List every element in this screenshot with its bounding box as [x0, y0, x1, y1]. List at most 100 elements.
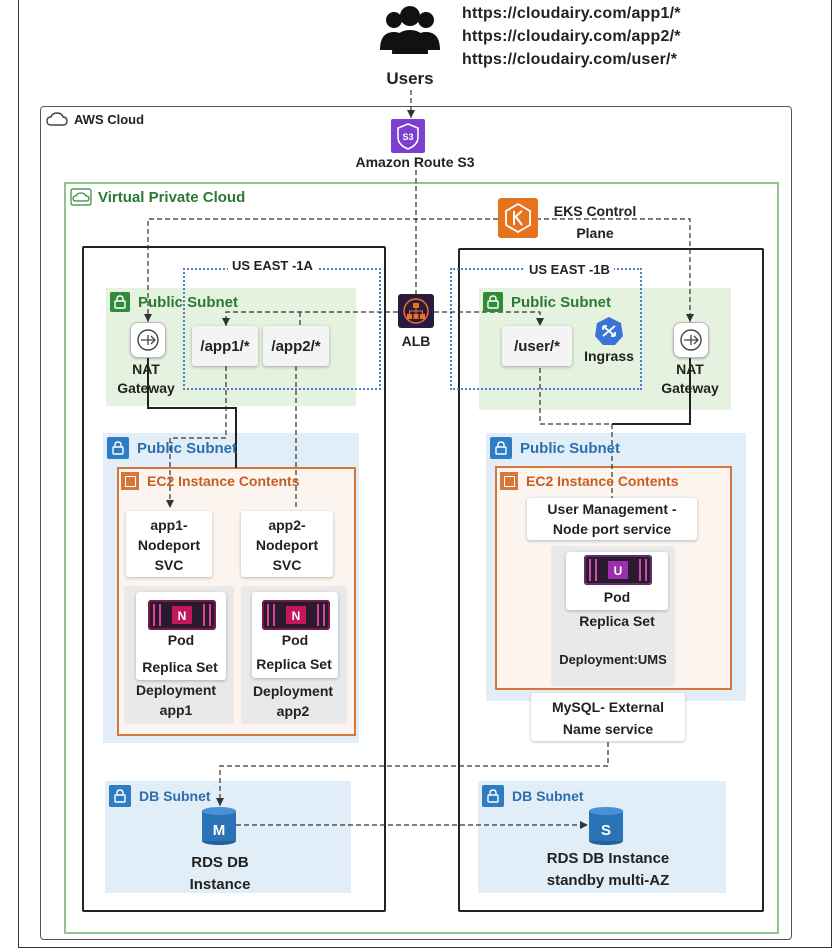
lock-icon	[483, 292, 503, 312]
az-b-db-subnet-label: DB Subnet	[512, 788, 584, 804]
replica1-label: Replica Set	[142, 659, 218, 675]
svc1-line2: Nodeport	[137, 537, 201, 553]
aws-cloud-label: AWS Cloud	[74, 111, 145, 127]
vpc-header: Virtual Private Cloud	[70, 188, 245, 206]
ec2-icon	[121, 472, 139, 490]
nat-gateway-icon	[130, 322, 166, 358]
deployment2-label: Deployment app2	[241, 681, 345, 721]
alb-label: ALB	[401, 333, 431, 349]
pod2-icon-letter: N	[292, 609, 301, 623]
url-app2: https://cloudairy.com/app2/*	[462, 28, 681, 45]
eks-label-line1: EKS Control	[553, 203, 637, 219]
pod-icon: N	[148, 600, 216, 630]
eks-icon	[498, 198, 538, 238]
deployment1-label: Deployment app1	[124, 680, 228, 720]
az-b-public-subnet-lower-header: Public Subnet	[490, 437, 620, 459]
az-a-ec2-header: EC2 Instance Contents	[121, 472, 299, 490]
az-b-nat-label: NAT Gateway	[644, 360, 736, 398]
svc2-line3: SVC	[272, 557, 302, 573]
pod1-icon-letter: N	[178, 609, 187, 623]
mysql-line2: Name service	[562, 721, 654, 737]
lock-icon	[110, 292, 130, 312]
route53-label: Amazon Route S3	[355, 154, 475, 170]
route53-icon: S3	[391, 119, 425, 153]
users-label: Users	[386, 69, 434, 88]
rds-icon: M	[201, 806, 237, 846]
url-list: https://cloudairy.com/app1/* https://clo…	[462, 2, 681, 71]
az-b-nat-label-line2: Gateway	[661, 380, 719, 396]
vpc-label: Virtual Private Cloud	[98, 188, 246, 206]
az-a-public-subnet-lower-label: Public Subnet	[137, 439, 238, 457]
app2-nodeport-svc: app2- Nodeport SVC	[241, 511, 333, 577]
az-b-db-subnet-header: DB Subnet	[482, 785, 584, 807]
eks-label: EKS Control Plane	[545, 200, 645, 244]
deployment1-line1: Deployment	[135, 682, 217, 698]
users-icon	[380, 6, 440, 54]
az-a-ec2-label: EC2 Instance Contents	[147, 473, 300, 489]
url-app1: https://cloudairy.com/app1/*	[462, 5, 681, 22]
svc2-line1: app2-	[268, 517, 306, 533]
ingress-label: Ingrass	[584, 348, 634, 364]
az-a-public-subnet-top-header: Public Subnet	[110, 292, 238, 312]
rds-b-label: RDS DB Instance standby multi-AZ	[520, 848, 696, 892]
ums-nodeport-svc: User Management - Node port service	[527, 498, 697, 540]
rds-a-label: RDS DB Instance	[160, 852, 280, 896]
deployment-ums-label: Deployment:UMS	[559, 652, 667, 667]
url-user: https://cloudairy.com/user/*	[462, 51, 678, 68]
pod-icon: N	[262, 600, 330, 630]
pod-icon: U	[584, 555, 652, 585]
rds-a-line1: RDS DB	[191, 854, 249, 871]
route53-icon-text: S3	[402, 132, 413, 142]
az-b-label: US EAST -1B	[525, 262, 614, 277]
az-b-ec2-label: EC2 Instance Contents	[526, 473, 679, 489]
lock-icon	[109, 785, 131, 807]
mysql-line1: MySQL- External	[551, 699, 665, 715]
lock-icon	[490, 437, 512, 459]
az-b-public-subnet-lower-label: Public Subnet	[520, 439, 621, 457]
deployment2-line1: Deployment	[252, 683, 334, 699]
pod-ums-icon-letter: U	[614, 564, 623, 578]
rds-a-line2: Instance	[189, 876, 251, 893]
az-a-public-subnet-top-label: Public Subnet	[138, 293, 239, 311]
svc1-line1: app1-	[150, 517, 188, 533]
az-b-nat-label-line1: NAT	[676, 361, 704, 377]
ingress-icon	[594, 316, 624, 346]
cloud-icon	[46, 112, 68, 126]
svc2-line2: Nodeport	[255, 537, 319, 553]
route-user: /user/*	[502, 326, 572, 366]
az-a-label: US EAST -1A	[228, 258, 317, 273]
replica2-label: Replica Set	[256, 656, 332, 672]
ec2-icon	[500, 472, 518, 490]
deployment2-line2: app2	[276, 703, 310, 719]
az-a-db-subnet-header: DB Subnet	[109, 785, 211, 807]
lock-icon	[482, 785, 504, 807]
pod2-label: Pod	[281, 632, 309, 648]
aws-cloud-header: AWS Cloud	[46, 111, 144, 127]
rds-b-line1: RDS DB Instance	[546, 850, 670, 867]
svc1-line3: SVC	[154, 557, 184, 573]
az-b-ec2-header: EC2 Instance Contents	[500, 472, 678, 490]
alb-icon	[398, 294, 434, 328]
az-a-public-subnet-lower-header: Public Subnet	[107, 437, 237, 459]
replica-ums-label: Replica Set	[579, 613, 655, 629]
ums-svc-line2: Node port service	[552, 521, 672, 537]
mysql-external-name-service: MySQL- External Name service	[531, 693, 685, 741]
az-a-nat-label: NAT Gateway	[100, 360, 192, 398]
app1-nodeport-svc: app1- Nodeport SVC	[126, 511, 212, 577]
az-a-nat-label-line2: Gateway	[117, 380, 175, 396]
lock-icon	[107, 437, 129, 459]
rds-b-line2: standby multi-AZ	[546, 872, 670, 889]
route-app1: /app1/*	[192, 326, 258, 366]
az-b-public-subnet-top-label: Public Subnet	[511, 293, 612, 311]
eks-label-line2: Plane	[576, 225, 614, 241]
pod-ums-label: Pod	[603, 589, 631, 605]
rds-b-icon-letter: S	[601, 822, 611, 839]
az-b-public-subnet-top-header: Public Subnet	[483, 292, 611, 312]
rds-icon: S	[588, 806, 624, 846]
ums-svc-line1: User Management -	[547, 501, 677, 517]
deployment1-line2: app1	[159, 702, 193, 718]
pod1-label: Pod	[167, 632, 195, 648]
vpc-cloud-icon	[70, 188, 92, 206]
nat-gateway-icon	[673, 322, 709, 358]
